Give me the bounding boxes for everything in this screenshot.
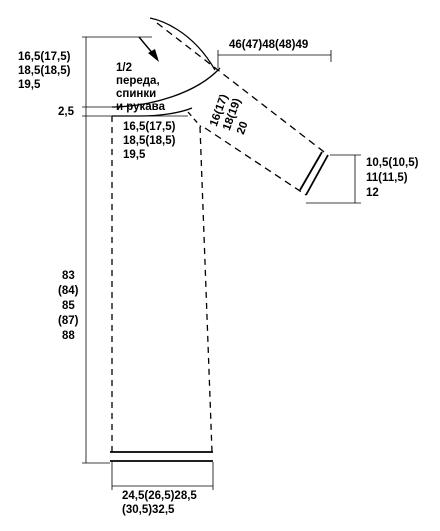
cuff-band-outer — [305, 154, 329, 196]
sleeve-top-edge — [156, 22, 329, 156]
sleeve-length-label: 46(47)48(48)49 — [229, 39, 309, 51]
body-right-edge — [199, 126, 213, 453]
back-raglan-curve — [112, 67, 221, 108]
front-raglan-line-3: 19,5 — [123, 149, 146, 161]
arrow-down-right-icon — [138, 36, 159, 62]
body-length-line-3: 85 — [62, 300, 75, 312]
body-length-line-5: 88 — [62, 330, 75, 342]
piece-name-line-4: и рукава — [116, 101, 165, 113]
neck-drop-label: 2,5 — [58, 106, 74, 118]
sleeve-bottom-edge — [204, 127, 307, 196]
piece-name-line-3: спинки — [116, 88, 157, 100]
neck-curve — [149, 17, 216, 71]
raglan-height-line-3: 19,5 — [18, 79, 41, 91]
cuff-width-line-1: 10,5(10,5) — [366, 157, 419, 169]
raglan-height-line-2: 18,5(18,5) — [18, 65, 71, 77]
hem-width-line-2: (30,5)32,5 — [122, 504, 175, 516]
front-raglan-line-2: 18,5(18,5) — [123, 135, 176, 147]
cuff-band-inner — [299, 151, 323, 191]
body-length-line-4: (87) — [58, 315, 79, 327]
front-raglan-line — [187, 111, 202, 128]
front-raglan-line-1: 16,5(17,5) — [123, 121, 176, 133]
cuff-width-line-3: 12 — [366, 187, 379, 199]
raglan-height-line-1: 16,5(17,5) — [18, 51, 71, 63]
body-length-line-2: (84) — [58, 285, 79, 297]
body-length-line-1: 83 — [62, 270, 75, 282]
hem-width-line-1: 24,5(26,5)28,5 — [122, 490, 197, 502]
piece-name-line-2: переда, — [116, 75, 160, 87]
piece-name-line-1: 1/2 — [116, 62, 132, 74]
cuff-width-line-2: 11(11,5) — [366, 172, 408, 184]
